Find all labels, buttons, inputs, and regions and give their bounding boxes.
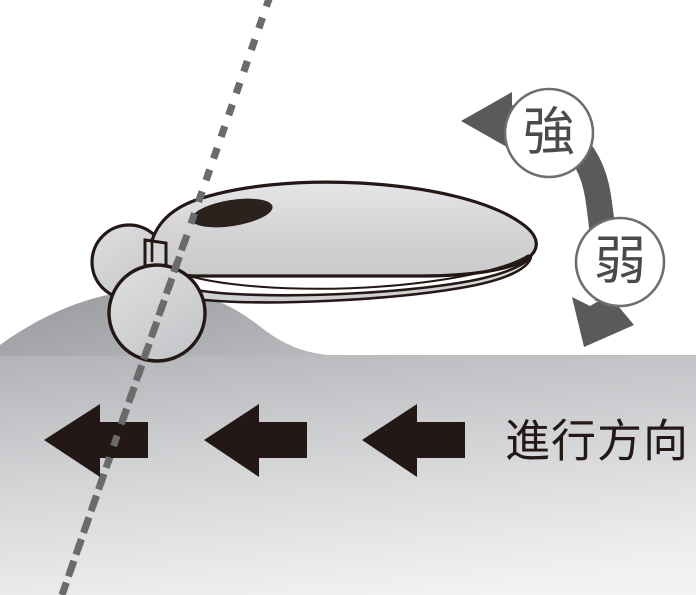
weak-label-circle: 弱 xyxy=(574,216,666,308)
direction-of-travel-label: 進行方向 xyxy=(505,415,689,468)
club-head-crown xyxy=(148,180,538,278)
curved-arrow-head-strong xyxy=(461,92,512,150)
club-crown-contour xyxy=(167,254,530,290)
ground-overlay xyxy=(0,356,696,595)
weak-label: 弱 xyxy=(594,232,646,292)
golf-club-head xyxy=(143,180,538,307)
weak-circle-outline xyxy=(574,216,666,308)
strong-label: 強 xyxy=(523,103,575,163)
club-head-sole xyxy=(161,255,533,304)
strong-circle-outline xyxy=(503,87,595,179)
strong-label-circle: 強 xyxy=(503,87,595,179)
club-face-cavity-oval xyxy=(191,198,273,228)
swing-path-dashed-bottom xyxy=(58,238,189,595)
curved-arrow-head-weak xyxy=(572,295,634,347)
travel-arrow-3 xyxy=(362,404,465,477)
ground-surface xyxy=(0,289,696,595)
swing-path-dashed-top xyxy=(196,0,273,200)
travel-arrow-2 xyxy=(204,404,307,477)
